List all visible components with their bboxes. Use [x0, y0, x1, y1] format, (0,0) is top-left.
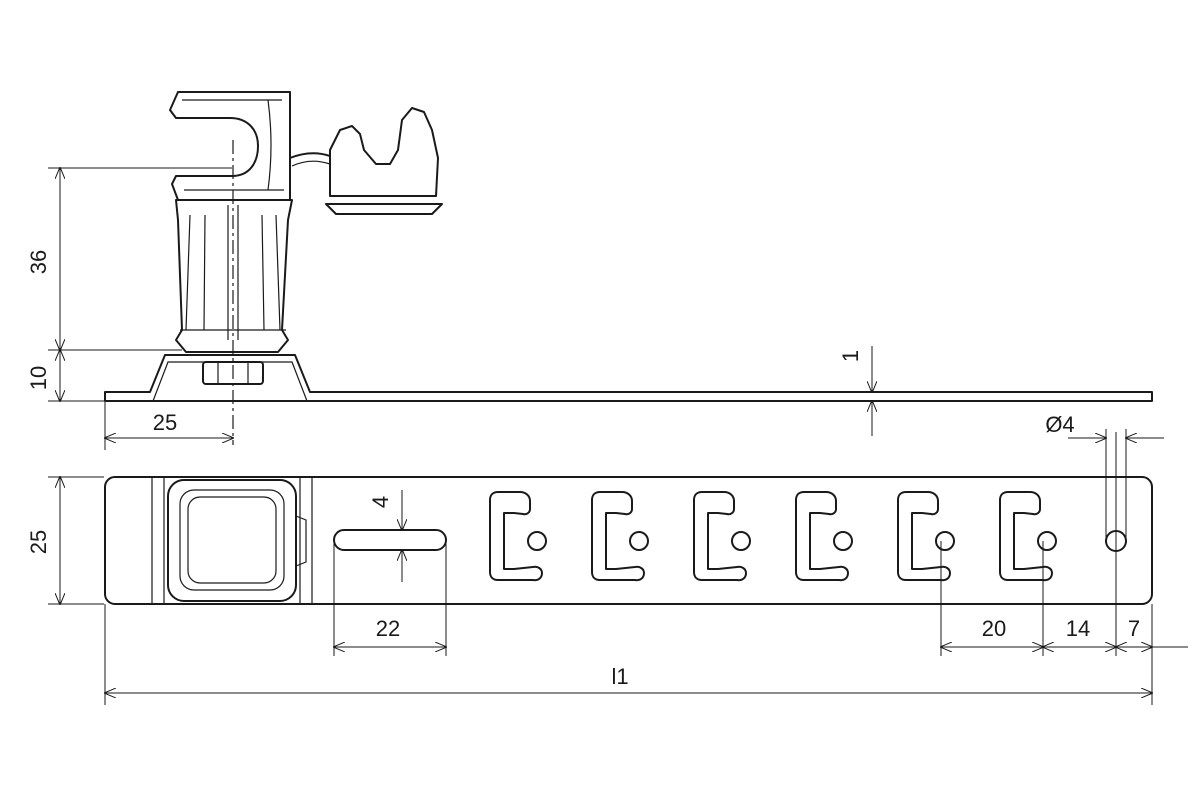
dim-hole-diameter: Ø4	[1045, 412, 1074, 437]
dim-hole-offset: 14	[1066, 616, 1090, 641]
dim-height-upper: 36	[26, 250, 51, 274]
dim-total-length: l1	[611, 664, 628, 689]
slot-hole	[833, 531, 853, 551]
clamp-outer	[167, 479, 297, 602]
slot-group	[591, 491, 649, 582]
c-slot	[693, 491, 747, 582]
dim-pitch: 20	[982, 616, 1006, 641]
dim-slot-length: 22	[376, 616, 400, 641]
slot-group	[693, 491, 751, 582]
c-slot	[897, 491, 951, 582]
clamp-opening	[187, 496, 277, 584]
long-slot	[333, 529, 447, 551]
slot-groups	[489, 491, 1057, 582]
slot-hole	[935, 531, 955, 551]
top-view	[104, 476, 1153, 605]
slot-hole	[1037, 531, 1057, 551]
slot-group	[795, 491, 853, 582]
slot-group	[489, 491, 547, 582]
dim-width: 25	[26, 530, 51, 554]
clip-base	[325, 203, 443, 215]
dim-offset: 25	[153, 410, 177, 435]
c-slot	[795, 491, 849, 582]
dim-slot-width: 4	[368, 496, 393, 508]
side-view	[104, 91, 1153, 445]
c-slot	[999, 491, 1053, 582]
clamp-head	[169, 91, 291, 201]
side-strip	[104, 354, 1153, 402]
c-slot	[489, 491, 543, 582]
slot-group	[897, 491, 955, 582]
dim-thickness: 1	[838, 350, 863, 362]
slot-hole	[731, 531, 751, 551]
connector	[289, 152, 331, 159]
dim-edge-offset: 7	[1128, 616, 1140, 641]
top-view-dimensions: 25 4 22 20 14 7 Ø4 l1	[26, 412, 1188, 705]
c-slot	[591, 491, 645, 582]
side-clip	[329, 107, 439, 197]
side-view-dimensions: 36 10 25 1	[26, 168, 872, 450]
strip-outline	[104, 476, 1153, 605]
support-tower	[175, 199, 293, 353]
slot-hole	[629, 531, 649, 551]
dim-height-base: 10	[26, 366, 51, 390]
slot-group	[999, 491, 1057, 582]
slot-hole	[527, 531, 547, 551]
